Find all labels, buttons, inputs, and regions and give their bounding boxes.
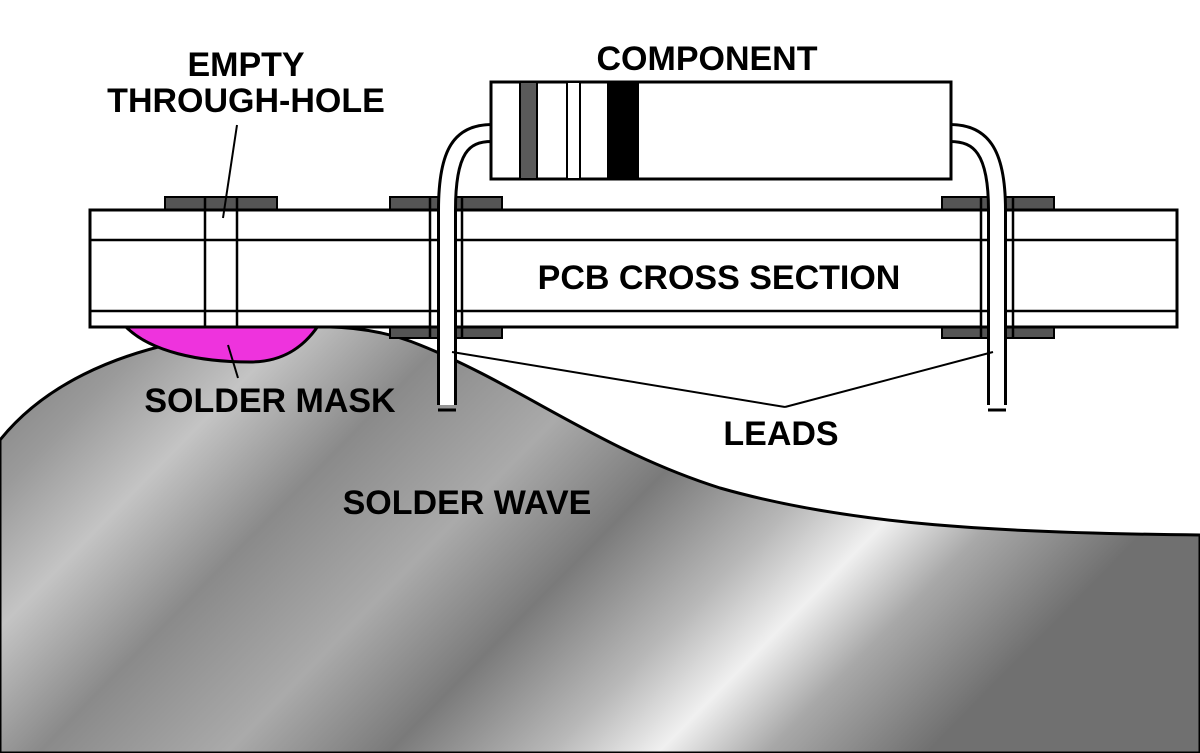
leader-empty-through-hole (222, 124, 238, 219)
component-band-black (607, 81, 639, 180)
leader-leads-right (784, 351, 994, 408)
component-band-thin (566, 81, 581, 180)
label-component: COMPONENT (597, 40, 818, 78)
leader-solder-mask (227, 344, 239, 379)
label-pcb-cross-section: PCB CROSS SECTION (538, 259, 901, 297)
leader-leads-left (451, 351, 786, 408)
label-solder-mask: SOLDER MASK (144, 382, 396, 420)
label-solder-wave: SOLDER WAVE (343, 484, 592, 522)
pad-empty-hole-top (164, 196, 278, 211)
label-through-hole: THROUGH-HOLE (107, 82, 385, 120)
component-band-gray (519, 81, 538, 180)
solder-mask-blob (121, 324, 321, 364)
label-leads: LEADS (723, 415, 838, 453)
label-empty: EMPTY (187, 46, 304, 84)
component-body (489, 80, 953, 181)
